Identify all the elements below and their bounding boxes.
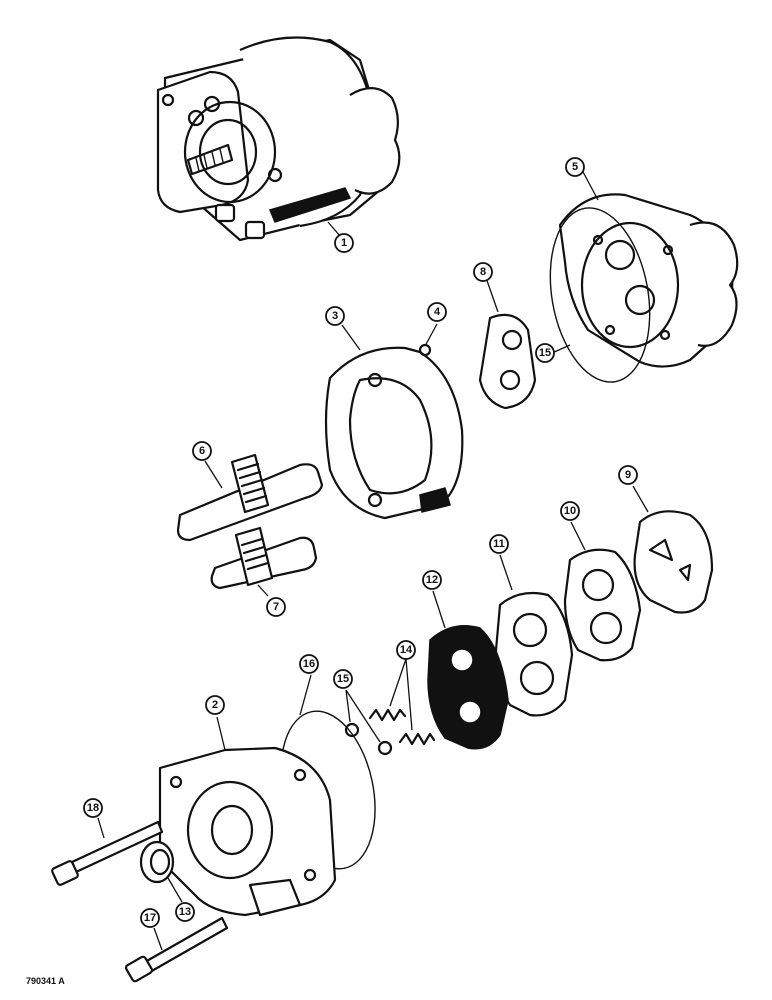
callout-label: 8 [480, 266, 486, 278]
callout-7: 7 [266, 597, 286, 617]
callout-6: 6 [192, 441, 212, 461]
wear-plate [427, 625, 509, 750]
thin-plate [633, 510, 714, 614]
balls [344, 722, 393, 756]
callout-14: 14 [396, 640, 416, 660]
callout-label: 15 [337, 673, 349, 685]
gear-body [324, 343, 464, 520]
long-bolt [51, 820, 164, 886]
gasket-10 [563, 548, 642, 662]
callout-label: 12 [426, 574, 438, 586]
springs [368, 708, 436, 746]
callout-label: 7 [273, 601, 279, 613]
callout-label: 13 [179, 906, 191, 918]
callout-label: 10 [564, 505, 576, 517]
drive-gear-shaft [176, 453, 324, 542]
callout-5: 5 [565, 157, 585, 177]
callout-label: 3 [332, 310, 338, 322]
callout-16: 16 [299, 654, 319, 674]
callout-label: 2 [212, 699, 218, 711]
callout-4: 4 [427, 302, 447, 322]
front-housing [158, 746, 337, 917]
callout-17: 17 [140, 908, 160, 928]
driven-gear [210, 526, 318, 590]
leader-lines [97, 169, 649, 951]
callout-2: 2 [205, 695, 225, 715]
rear-housing [558, 193, 739, 368]
callout-label: 4 [434, 306, 441, 318]
callout-label: 15 [539, 347, 551, 359]
callout-label: 14 [400, 644, 413, 656]
callout-1: 1 [334, 233, 354, 253]
callout-15-upper: 15 [535, 343, 555, 363]
callout-label: 16 [303, 658, 315, 670]
callout-label: 6 [199, 445, 205, 457]
callout-11: 11 [489, 534, 509, 554]
figure-id: 790341 A [26, 976, 65, 986]
callout-15-lower: 15 [333, 669, 353, 689]
callout-label: 18 [87, 802, 99, 814]
callout-13: 13 [175, 902, 195, 922]
assembled-pump [156, 36, 401, 242]
callout-label: 9 [625, 469, 631, 481]
callout-label: 5 [572, 161, 578, 173]
small-gasket-plate [478, 313, 537, 410]
callout-9: 9 [618, 465, 638, 485]
callout-12: 12 [422, 570, 442, 590]
callout-8: 8 [473, 262, 493, 282]
callout-label: 1 [341, 237, 347, 249]
seal-ring [139, 840, 175, 884]
callout-3: 3 [325, 306, 345, 326]
callout-label: 11 [493, 538, 505, 550]
callout-label: 17 [144, 912, 156, 924]
large-o-ring-upper [549, 207, 651, 383]
callout-18: 18 [83, 798, 103, 818]
callout-10: 10 [560, 501, 580, 521]
lower-bolt [124, 916, 229, 983]
